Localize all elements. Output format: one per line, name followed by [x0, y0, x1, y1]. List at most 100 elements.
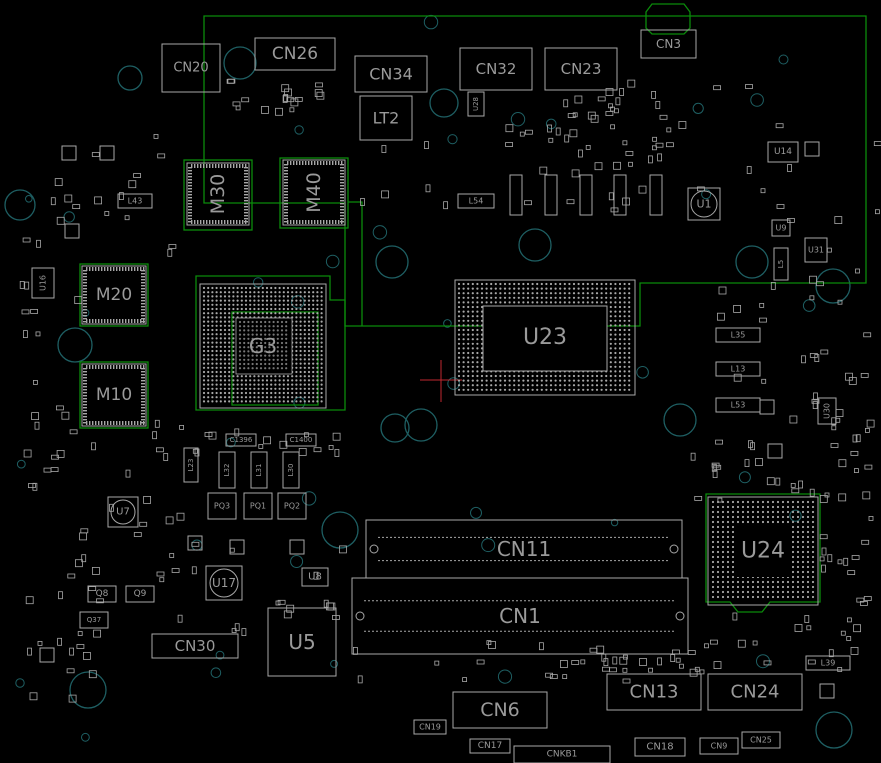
ball	[494, 374, 497, 378]
ball	[265, 379, 269, 382]
ball	[228, 370, 231, 374]
ball	[623, 310, 626, 313]
ball	[471, 370, 474, 373]
passive-pad	[794, 624, 803, 632]
ball	[299, 370, 302, 374]
ball	[236, 299, 239, 302]
m40-outline	[279, 157, 349, 229]
ball	[211, 391, 214, 395]
ball	[457, 338, 461, 341]
passive-pad	[838, 493, 847, 502]
pin	[95, 365, 97, 369]
ball	[476, 374, 479, 378]
ball	[228, 400, 231, 403]
ball	[244, 387, 248, 390]
passive-pad	[562, 674, 568, 679]
cn32-component	[459, 47, 533, 91]
ball	[751, 585, 755, 589]
pin	[233, 220, 235, 224]
ball	[490, 296, 493, 299]
ball	[554, 374, 557, 378]
pin	[128, 365, 130, 369]
lt2-component	[359, 95, 413, 141]
ball	[490, 301, 493, 304]
ball	[202, 370, 206, 374]
ball	[628, 384, 631, 387]
ball	[721, 525, 725, 529]
ball	[236, 307, 239, 311]
ball	[303, 341, 306, 344]
ball	[268, 333, 271, 336]
ball	[257, 375, 260, 378]
pin	[141, 380, 145, 382]
ball	[731, 580, 735, 584]
ball	[255, 350, 258, 353]
ball	[307, 341, 311, 344]
ball	[270, 299, 273, 302]
passive-pad	[548, 137, 554, 143]
l23-component	[183, 447, 199, 483]
pin	[98, 267, 100, 271]
ball	[467, 374, 470, 378]
ball	[480, 379, 484, 382]
ball	[531, 388, 534, 391]
ball	[247, 350, 250, 353]
ball	[307, 366, 311, 369]
pin	[332, 220, 334, 224]
m10-label: M10	[96, 385, 132, 405]
ball	[508, 301, 511, 304]
ball	[299, 396, 302, 399]
ball	[215, 303, 218, 306]
ball	[312, 354, 315, 357]
ball	[721, 595, 725, 599]
ball	[259, 329, 263, 332]
u17-component	[205, 565, 243, 601]
ball	[623, 374, 626, 378]
ball	[618, 365, 622, 368]
ball	[711, 520, 715, 524]
ball	[232, 303, 235, 306]
ball	[207, 341, 210, 344]
ball	[261, 396, 264, 399]
ball	[316, 316, 319, 319]
ball	[716, 590, 720, 594]
ball	[299, 291, 302, 294]
ball	[240, 391, 243, 395]
mount-hole	[669, 544, 679, 554]
ball	[480, 287, 484, 290]
ball	[282, 391, 285, 395]
ball	[577, 296, 580, 299]
ball	[605, 384, 608, 387]
ball	[202, 400, 206, 403]
m20-component	[81, 265, 147, 325]
u1-component	[687, 187, 721, 221]
ball	[316, 387, 319, 390]
ball	[811, 540, 815, 544]
ball	[303, 320, 306, 323]
ball	[756, 505, 760, 509]
passive-pad	[845, 372, 853, 381]
ball	[711, 595, 715, 599]
ball	[457, 374, 461, 378]
ball	[278, 307, 281, 311]
passive-pad	[622, 667, 628, 673]
u8-label: U8	[308, 572, 322, 583]
ball	[623, 324, 626, 327]
passive-pad	[68, 694, 77, 703]
ball	[801, 590, 805, 594]
ball	[207, 333, 210, 336]
ball	[251, 362, 254, 366]
ball	[295, 358, 298, 361]
passive-pad	[524, 200, 532, 206]
cn17-component	[469, 738, 511, 754]
pin	[340, 167, 344, 169]
ball	[299, 349, 302, 353]
ball	[312, 400, 315, 403]
ball	[471, 319, 474, 322]
ball	[219, 366, 222, 369]
ball	[307, 307, 311, 311]
ball	[276, 337, 279, 340]
ball	[577, 301, 580, 304]
ball	[462, 292, 465, 295]
ball	[731, 505, 735, 509]
